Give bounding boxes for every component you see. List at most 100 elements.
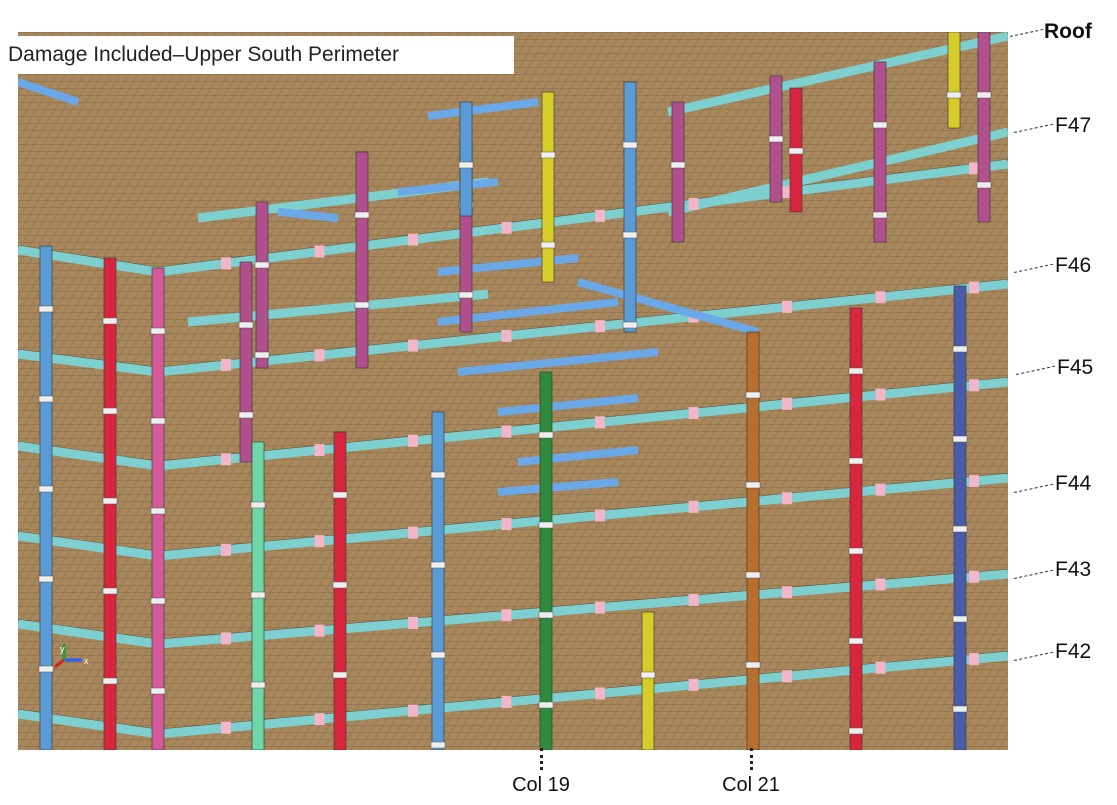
- column-splice: [430, 741, 446, 749]
- splice-plate: [688, 500, 699, 513]
- column-splice: [976, 91, 992, 99]
- col-19-leader: [540, 748, 543, 770]
- column-splice: [745, 571, 761, 579]
- column: [541, 91, 555, 283]
- column: [873, 61, 887, 243]
- column: [849, 307, 863, 750]
- column-splice: [670, 161, 686, 169]
- splice-plate: [314, 349, 325, 362]
- spandrel-beam: [666, 127, 1008, 217]
- splice-plate: [314, 535, 325, 548]
- column-splice: [745, 661, 761, 669]
- column-splice: [102, 407, 118, 415]
- column-splice: [238, 321, 254, 329]
- splice-plate: [595, 687, 605, 700]
- column-splice: [150, 417, 166, 425]
- column-splice: [848, 457, 864, 465]
- column: [459, 101, 473, 217]
- column-splice: [952, 705, 968, 713]
- splice-plate: [782, 492, 792, 505]
- column-splice: [640, 671, 656, 679]
- column-splice: [458, 161, 474, 169]
- splice-plate: [408, 704, 418, 717]
- splice-plate: [408, 617, 418, 629]
- column: [431, 411, 445, 750]
- column-splice: [150, 327, 166, 335]
- splice-plate: [408, 434, 418, 447]
- structural-model: y x: [18, 32, 1008, 750]
- column: [977, 32, 991, 223]
- core-beam: [457, 348, 659, 376]
- column-splice: [952, 435, 968, 443]
- column-splice: [150, 687, 166, 695]
- splice-plate: [314, 245, 325, 258]
- column-splice: [458, 291, 474, 299]
- splice-plate: [501, 221, 512, 234]
- column-splice: [250, 681, 266, 689]
- column-splice: [872, 211, 888, 219]
- floor-leader-f42: [1013, 651, 1054, 661]
- column: [953, 285, 967, 750]
- splice-plate: [221, 721, 231, 734]
- core-beam: [517, 446, 639, 466]
- col-21-leader: [750, 748, 753, 770]
- figure-title: Damage Included–Upper South Perimeter: [0, 36, 514, 74]
- splice-plate: [969, 570, 979, 583]
- column-splice: [430, 561, 446, 569]
- column-splice: [102, 317, 118, 325]
- column: [239, 261, 253, 463]
- splice-plate: [595, 509, 605, 522]
- splice-plate: [782, 186, 792, 199]
- splice-plate: [688, 197, 699, 210]
- floor-slab-mesh: [18, 32, 1008, 750]
- splice-plate: [221, 543, 231, 556]
- column-splice: [102, 587, 118, 595]
- column-splice: [745, 481, 761, 489]
- column: [355, 151, 369, 369]
- column-splice: [872, 121, 888, 129]
- column-splice: [150, 597, 166, 605]
- floor-leader-f44: [1013, 483, 1054, 493]
- splice-plate: [782, 586, 792, 599]
- column-splice: [38, 575, 54, 583]
- column: [623, 81, 637, 333]
- splice-plate: [688, 593, 699, 606]
- column: [39, 245, 53, 750]
- core-beam: [576, 278, 760, 336]
- floor-label-f44: F44: [1055, 472, 1092, 495]
- splice-plate: [782, 300, 792, 313]
- columns: [38, 32, 992, 750]
- column-splice: [254, 261, 270, 269]
- column-splice: [540, 151, 556, 159]
- column-splice: [102, 677, 118, 685]
- column-splice: [540, 241, 556, 249]
- column-splice: [848, 367, 864, 375]
- svg-text:y: y: [60, 644, 65, 654]
- core-beam: [277, 208, 339, 222]
- column: [255, 201, 269, 369]
- column-splice: [38, 665, 54, 673]
- splice-plate: [875, 291, 886, 304]
- column-splice: [332, 491, 348, 499]
- splice-plate: [595, 209, 605, 222]
- column-splice: [848, 727, 864, 735]
- splice-plate: [782, 397, 792, 410]
- splice-plate: [688, 407, 699, 420]
- column-splice: [622, 231, 638, 239]
- splice-plate: [875, 388, 886, 401]
- column-splice: [848, 637, 864, 645]
- spandrel-beam: [187, 289, 489, 327]
- splice-plate: [875, 483, 886, 496]
- splice-plate: [595, 320, 605, 333]
- column: [671, 101, 685, 243]
- splice-plate: [875, 578, 886, 591]
- column: [641, 611, 655, 750]
- floor-label-f45: F45: [1057, 356, 1094, 379]
- column-splice: [354, 211, 370, 219]
- splice-plate: [595, 601, 605, 614]
- splice-plate: [969, 475, 979, 488]
- splice-plate: [875, 661, 886, 674]
- splice-plate: [501, 696, 512, 709]
- xyz-axis-triad-icon: y x: [54, 644, 89, 669]
- floor-label-f42: F42: [1055, 640, 1092, 663]
